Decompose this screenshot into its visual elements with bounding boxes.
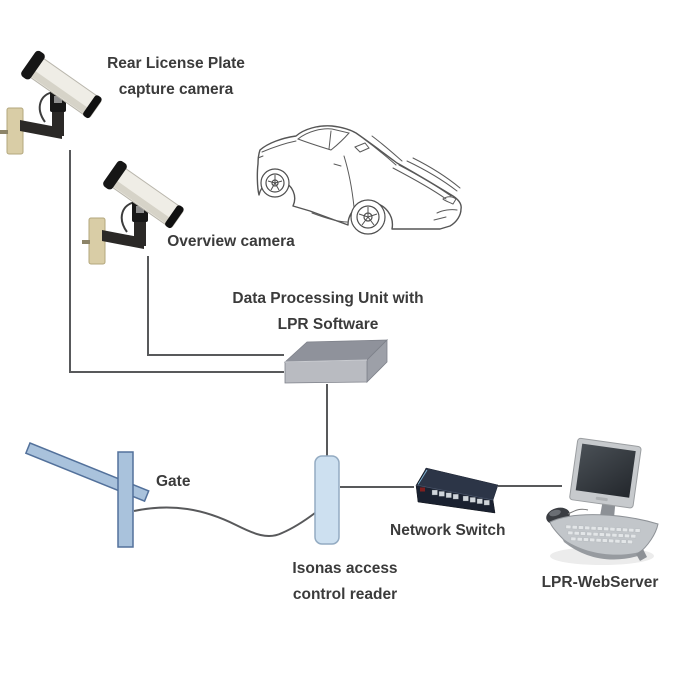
connector-gate-reader (133, 506, 316, 537)
label-line: LPR-WebServer (541, 574, 659, 591)
label-network-switch: Network Switch (390, 518, 505, 544)
network-switch-icon (415, 467, 499, 514)
connector-rearcam-dpu (69, 150, 284, 373)
connector-overviewcam-dpu (147, 256, 284, 356)
label-line: Gate (156, 473, 191, 490)
label-line: Overview camera (167, 233, 295, 250)
label-line: Data Processing Unit with (232, 290, 424, 307)
access-reader-icon (314, 455, 340, 545)
desktop-computer-icon (546, 437, 659, 565)
label-line: LPR Software (277, 316, 379, 333)
label-line: Isonas access (292, 560, 398, 577)
label-gate: Gate (156, 469, 190, 495)
label-line: capture camera (118, 81, 234, 98)
label-line: Rear License Plate (107, 55, 245, 72)
gate-icon (24, 442, 150, 548)
label-rear-capture-camera: Rear License Plate capture camera (96, 51, 256, 103)
car-icon (256, 125, 462, 235)
label-lpr-webserver: LPR-WebServer (540, 570, 660, 596)
label-line: control reader (292, 586, 398, 603)
label-isonas-reader: Isonas access control reader (270, 556, 420, 608)
label-line: Network Switch (390, 522, 506, 539)
label-overview-camera: Overview camera (166, 229, 296, 255)
dpu-box-icon (283, 339, 388, 384)
label-data-processing-unit: Data Processing Unit with LPR Software (223, 286, 433, 338)
